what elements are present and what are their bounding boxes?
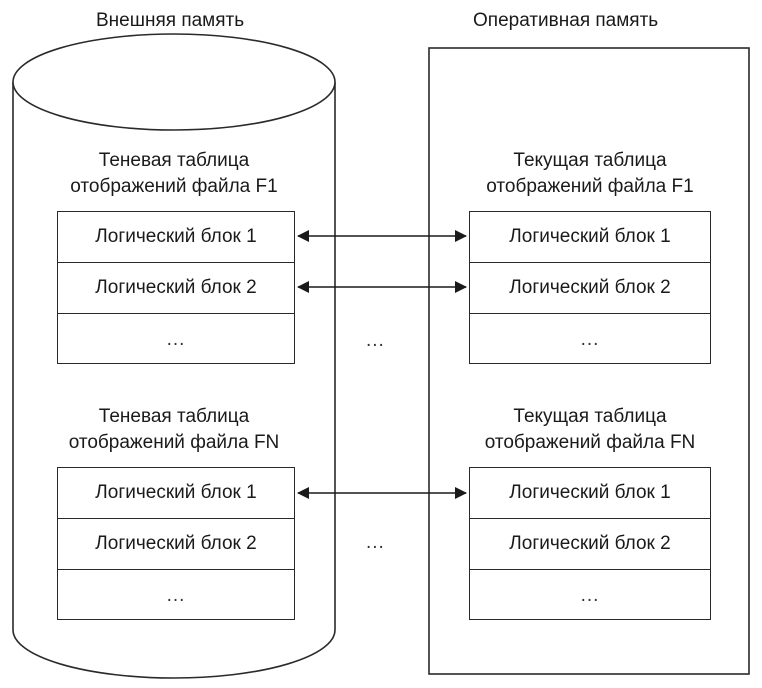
table-row: Логический блок 2 [470, 519, 710, 570]
shadow-table-f1-title-line2: отображений файла F1 [70, 176, 278, 197]
table-row: Логический блок 2 [470, 263, 710, 314]
shadow-table-fn: Логический блок 1 Логический блок 2 ... [57, 467, 295, 620]
ram-rectangle [428, 47, 750, 675]
ram-title: Оперативная память [473, 10, 659, 31]
current-table-fn-title-line1: Текущая таблица [513, 406, 667, 427]
current-table-f1-title-line1: Текущая таблица [513, 150, 667, 171]
table-row: Логический блок 2 [58, 263, 294, 314]
middle-ellipsis-1: ... [366, 330, 385, 351]
table-row-ellipsis: ... [580, 328, 600, 350]
current-table-fn: Логический блок 1 Логический блок 2 ... [469, 467, 711, 620]
current-table-fn-title-line2: отображений файла FN [484, 432, 696, 453]
table-row-ellipsis: ... [166, 328, 186, 350]
shadow-table-fn-title-line1: Теневая таблица [98, 406, 250, 427]
shadow-table-f1: Логический блок 1 Логический блок 2 ... [57, 211, 295, 364]
table-row: Логический блок 2 [58, 519, 294, 570]
table-row: Логический блок 1 [58, 212, 294, 263]
shadow-table-f1-title-line1: Теневая таблица [98, 150, 250, 171]
current-table-f1-title: Текущая таблица отображений файла F1 [450, 148, 730, 200]
current-table-f1-title-line2: отображений файла F1 [486, 176, 694, 197]
shadow-table-fn-title-line2: отображений файла FN [68, 432, 280, 453]
shadow-table-fn-title: Теневая таблица отображений файла FN [34, 404, 314, 456]
table-row-ellipsis: ... [580, 584, 600, 606]
current-table-f1: Логический блок 1 Логический блок 2 ... [469, 211, 711, 364]
table-row: Логический блок 1 [470, 212, 710, 263]
table-row: Логический блок 1 [470, 468, 710, 519]
external-memory-title: Внешняя память [96, 10, 245, 31]
table-row-ellipsis: ... [166, 584, 186, 606]
middle-ellipsis-2: ... [366, 532, 385, 553]
shadow-table-f1-title: Теневая таблица отображений файла F1 [34, 148, 314, 200]
current-table-fn-title: Текущая таблица отображений файла FN [450, 404, 730, 456]
table-row: Логический блок 1 [58, 468, 294, 519]
